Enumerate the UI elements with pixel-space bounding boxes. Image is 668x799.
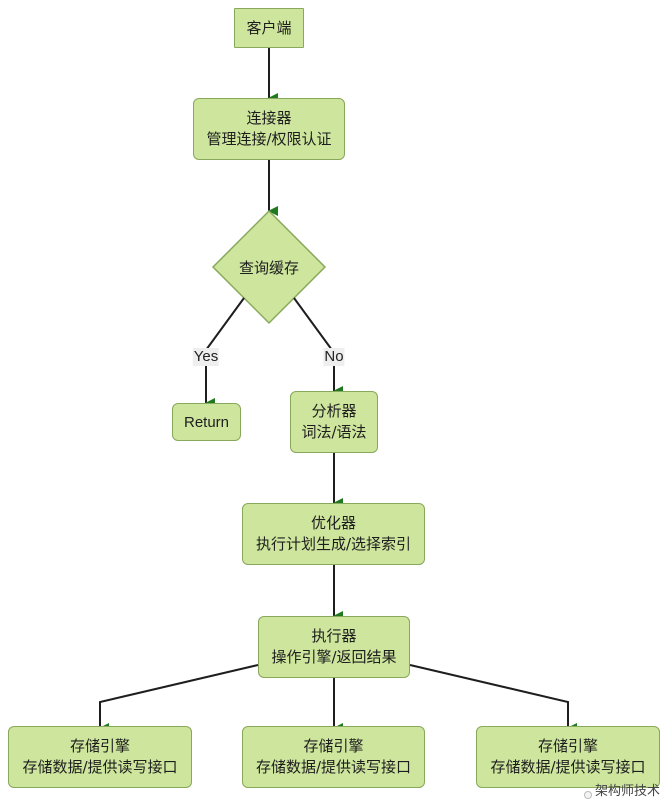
analyzer-description: 词法/语法 <box>301 423 367 441</box>
query-cache-decision <box>211 209 327 325</box>
query-cache-label: 查询缓存 <box>238 258 299 277</box>
storage-engine-description: 存储数据/提供读写接口 <box>490 758 646 776</box>
edge-label-yes: Yes <box>192 348 220 366</box>
client-node: 客户端 <box>234 8 304 48</box>
storage-engine-title: 存储引擎 <box>537 737 598 755</box>
edge-cache-to-return <box>205 297 245 351</box>
return-node: Return <box>172 403 241 441</box>
analyzer-title: 分析器 <box>311 402 357 420</box>
executor-node: 执行器 操作引擎/返回结果 <box>258 616 410 678</box>
storage-engine-node-2: 存储引擎 存储数据/提供读写接口 <box>242 726 425 788</box>
storage-engine-node-1: 存储引擎 存储数据/提供读写接口 <box>8 726 192 788</box>
storage-engine-title: 存储引擎 <box>69 737 130 755</box>
executor-title: 执行器 <box>311 627 357 645</box>
return-label: Return <box>183 413 230 431</box>
optimizer-node: 优化器 执行计划生成/选择索引 <box>242 503 425 565</box>
edge-executor-to-storage-3 <box>409 664 577 733</box>
connector-title: 连接器 <box>246 109 292 127</box>
storage-engine-description: 存储数据/提供读写接口 <box>22 758 178 776</box>
edge-label-no: No <box>323 348 345 366</box>
edge-cache-to-analyzer <box>293 297 333 351</box>
connector-node: 连接器 管理连接/权限认证 <box>193 98 345 160</box>
storage-engine-title: 存储引擎 <box>303 737 364 755</box>
analyzer-node: 分析器 词法/语法 <box>290 391 378 453</box>
edge-executor-to-storage-1 <box>99 664 259 733</box>
optimizer-title: 优化器 <box>310 514 356 532</box>
storage-engine-node-3: 存储引擎 存储数据/提供读写接口 <box>476 726 660 788</box>
client-label: 客户端 <box>246 18 292 37</box>
storage-engine-description: 存储数据/提供读写接口 <box>255 758 412 776</box>
executor-description: 操作引擎/返回结果 <box>271 648 397 666</box>
optimizer-description: 执行计划生成/选择索引 <box>255 535 412 553</box>
connector-description: 管理连接/权限认证 <box>206 130 332 148</box>
